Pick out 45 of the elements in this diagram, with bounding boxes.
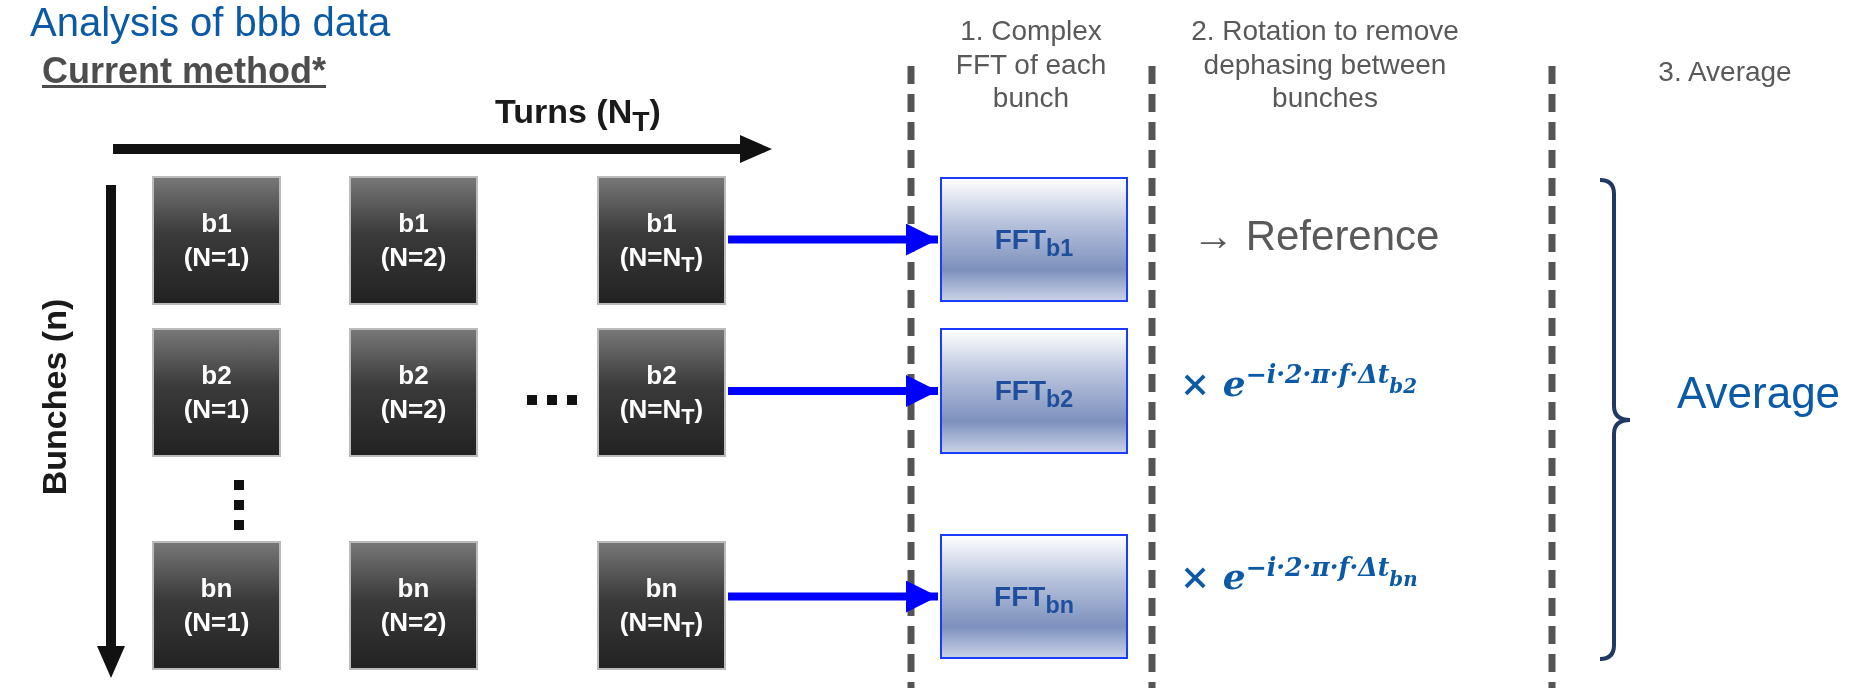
block-label: (N=N$_{T}$) <box>619 392 704 427</box>
fft-block <box>940 177 1128 302</box>
block-label: FFT$_{b1}$ <box>994 223 1074 256</box>
step-heading: 2. Rotation to remove dephasing between bunches <box>1190 14 1460 115</box>
data-block <box>349 176 478 305</box>
block-label: FFT$_{b2}$ <box>994 375 1074 407</box>
block-label: b2 <box>646 358 677 392</box>
block-label: bn <box>645 571 678 605</box>
block-label: bn <box>397 571 430 605</box>
data-block <box>152 541 281 670</box>
data-block <box>597 176 726 305</box>
data-block <box>152 176 281 305</box>
block-label: b1 <box>201 206 232 240</box>
arrow <box>728 375 938 407</box>
data-block <box>349 541 478 670</box>
step-heading: 1. Complex FFT of each bunch <box>954 14 1108 115</box>
block-label: b1 <box>398 206 429 240</box>
block-label: b2 <box>201 358 232 392</box>
data-block <box>597 328 726 457</box>
data-block <box>349 328 478 457</box>
slide-title: Analysis of bbb data <box>30 0 391 45</box>
step-heading: 3. Average <box>1657 56 1793 88</box>
section-heading: Current method* <box>42 50 326 92</box>
arrow <box>728 580 938 613</box>
axis-label: Turns (N$_{T}$) <box>495 92 661 131</box>
step-text: → Reference <box>1192 212 1440 260</box>
block-label: (N=N$_{T}$) <box>619 605 704 640</box>
arrow <box>728 223 938 256</box>
block-label: (N=N$_{T}$) <box>619 240 704 275</box>
fft-block <box>940 534 1128 659</box>
block-label: FFT$_{bn}$ <box>994 580 1074 613</box>
step-text: Average <box>1677 368 1841 418</box>
axis-label: Bunches (n) <box>34 298 74 496</box>
block-label: (N=2) <box>380 240 447 274</box>
block-label: bn <box>200 571 233 605</box>
block-label: b1 <box>646 206 677 240</box>
block-label: (N=2) <box>380 605 447 639</box>
block-label: (N=1) <box>183 240 250 274</box>
block-label: (N=2) <box>380 392 447 426</box>
block-label: b2 <box>398 358 429 392</box>
data-block <box>597 541 726 670</box>
block-label: (N=1) <box>183 605 250 639</box>
fft-block <box>940 328 1128 454</box>
block-label: (N=1) <box>183 392 250 426</box>
data-block <box>152 328 281 457</box>
